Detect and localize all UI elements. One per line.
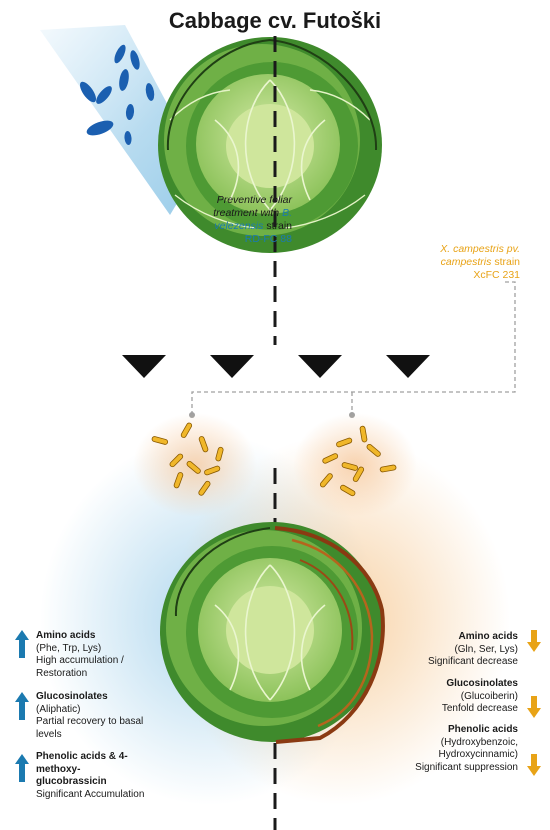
treatment-genus: B. [282, 207, 292, 219]
diagram-title: Cabbage cv. Futoški [168, 8, 382, 33]
treatment-line2: treatment with [213, 207, 280, 219]
down-triangles [122, 355, 430, 378]
right-effect-phenolic-acids: Phenolic acids (Hydroxybenzoic, Hydroxyc… [415, 724, 518, 773]
infected-cabbage-bottom [160, 522, 385, 744]
bacillus-cells [79, 44, 155, 145]
xanthomonas-cells-right [319, 425, 397, 497]
pathogen-strain-word: strain [494, 256, 520, 268]
increase-arrows [15, 630, 29, 782]
pathogen-name1: X. campestris pv. [440, 243, 520, 255]
left-effect-glucosinolates: Glucosinolates (Aliphatic) Partial recov… [36, 691, 144, 740]
pathogen-name2: campestris [440, 256, 492, 268]
treatment-species: velezensis [214, 220, 264, 232]
spray-cone [40, 25, 200, 215]
pathogen-label: X. campestris pv. campestris strain XcFC… [420, 243, 520, 282]
left-effect-amino-acids: Amino acids (Phe, Trp, Lys) High accumul… [36, 630, 124, 679]
xanthomonas-cells-left [151, 422, 224, 496]
decrease-arrows [527, 630, 541, 776]
treatment-strain-id: RD-FC 88 [244, 233, 292, 245]
pathogen-strain-id: XcFC 231 [473, 269, 520, 281]
right-effect-amino-acids: Amino acids (Gln, Ser, Lys) Significant … [427, 631, 518, 667]
treatment-line1: Preventive foliar [216, 194, 292, 206]
healthy-cabbage-top [158, 37, 382, 253]
treatment-label: Preventive foliar treatment with B. vele… [170, 194, 292, 246]
right-effect-glucosinolates: Glucosinolates (Glucoiberin) Tenfold dec… [441, 678, 518, 714]
left-effect-phenolic-acids: Phenolic acids & 4- methoxy- glucobrassi… [36, 751, 145, 800]
treatment-strain-word: strain [266, 220, 292, 232]
pathogen-connector [191, 281, 516, 413]
